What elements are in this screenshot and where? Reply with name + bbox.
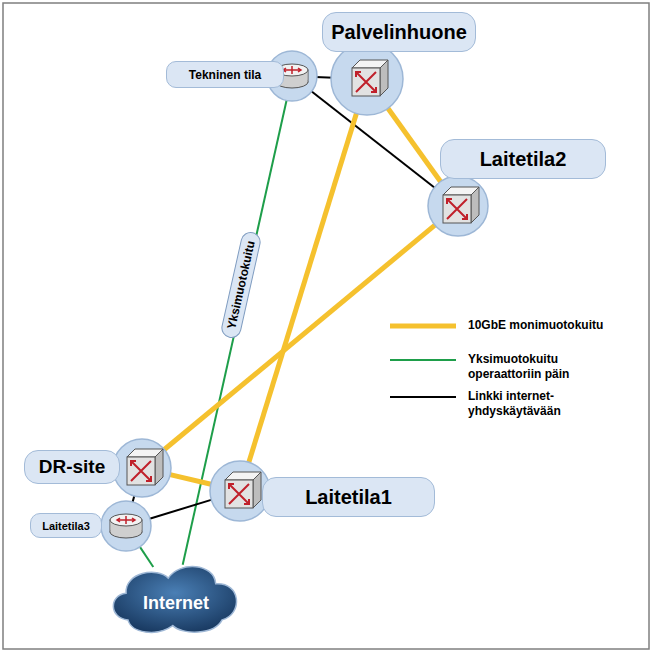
link-line	[248, 111, 357, 465]
router-icon	[97, 497, 155, 555]
router-symbol	[110, 514, 142, 538]
node-text: Internet	[143, 593, 209, 613]
switch-icon	[424, 172, 492, 240]
location-label: Tekninen tila	[166, 61, 284, 88]
legend-swatch-box	[388, 352, 468, 368]
device-bubble	[101, 501, 151, 551]
switch-symbol	[443, 187, 479, 223]
link-line	[163, 224, 437, 451]
legend-swatch	[390, 396, 456, 398]
link-line	[168, 474, 213, 485]
node-text: Laitetila2	[480, 148, 567, 171]
legend-swatch-box	[388, 389, 468, 405]
legend-text: Yksimuotokuitu operaattoriin päin	[468, 352, 618, 382]
device-bubble	[113, 439, 171, 497]
node-text: Laitetila1	[305, 486, 392, 509]
node-text: Laitetila3	[42, 520, 90, 532]
switch-symbol	[127, 449, 163, 485]
location-label: Laitetila3	[30, 513, 102, 538]
device-node: Laitetila3	[30, 497, 155, 555]
legend-swatch	[390, 359, 456, 361]
switch-symbol	[352, 60, 388, 96]
node-text: DR-site	[39, 456, 106, 478]
node-text: Tekninen tila	[189, 68, 261, 82]
switch-symbol	[225, 472, 261, 508]
link-line	[148, 499, 214, 519]
link-label-text: Yksimuotokuitu	[225, 240, 258, 331]
location-label: Laitetila2	[440, 139, 606, 179]
legend-swatch-box	[388, 318, 468, 334]
link-line	[139, 545, 154, 567]
location-label: DR-site	[24, 450, 120, 484]
legend-row: Yksimuotokuitu operaattoriin päin	[388, 352, 618, 382]
link-line	[386, 106, 442, 184]
device-bubble	[428, 176, 488, 236]
legend-text: 10GbE monimuotokuitu	[468, 318, 633, 333]
device-node: Laitetila1	[206, 457, 435, 525]
node-text: Palvelinhuone	[331, 21, 467, 44]
frame-border	[3, 3, 649, 649]
device-bubble	[331, 43, 403, 115]
legend-row: 10GbE monimuotokuitu	[388, 318, 633, 334]
device-node: Laitetila2	[424, 139, 606, 240]
device-node: Tekninen tila	[166, 47, 321, 105]
legend-text: Linkki internet-yhdyskäytävään	[468, 389, 618, 419]
cloud-shape	[113, 567, 236, 633]
device-node: Palvelinhuone	[322, 12, 476, 119]
link-label: Yksimuotokuitu	[220, 230, 263, 340]
location-label: Palvelinhuone	[322, 12, 476, 52]
legend-row: Linkki internet-yhdyskäytävään	[388, 389, 618, 419]
device-bubble	[210, 461, 270, 521]
location-label: Laitetila1	[262, 477, 435, 517]
cloud-node: Internet	[108, 557, 244, 641]
legend-swatch	[390, 324, 456, 329]
device-node: DR-site	[24, 435, 175, 501]
cloud-label: Internet	[143, 593, 209, 614]
